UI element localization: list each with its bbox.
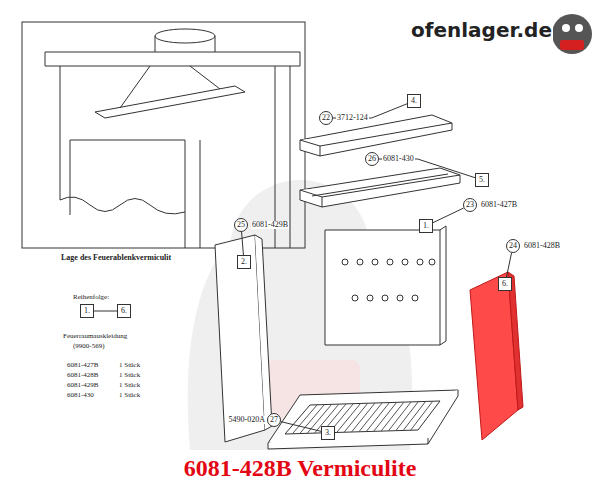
table-cell: 6081-427B bbox=[66, 362, 100, 370]
callout-number: 23 bbox=[463, 198, 477, 212]
leader-line bbox=[433, 208, 464, 223]
grate-bar bbox=[396, 402, 419, 431]
inset-sketch bbox=[22, 22, 305, 248]
part-6-side-panel-highlight bbox=[470, 272, 523, 440]
callout-number: 25 bbox=[234, 218, 248, 232]
part-4-plate bbox=[300, 115, 452, 156]
node-text: 1. bbox=[423, 222, 429, 230]
node-text: 24 bbox=[509, 242, 517, 250]
grate-bar bbox=[337, 403, 361, 432]
table-cell: 1 Stück bbox=[118, 382, 141, 390]
grate-bar bbox=[388, 402, 411, 431]
part-2-side-panel bbox=[215, 235, 272, 442]
part-code: 6081-428B bbox=[523, 242, 561, 251]
parts-list-heading: (9900-569) bbox=[72, 343, 106, 351]
node-text: 23 bbox=[466, 201, 474, 209]
leader-line bbox=[94, 311, 117, 312]
callout-number: 26 bbox=[365, 152, 379, 166]
inset-caption: Lage des Feuerablenkvermiculit bbox=[60, 254, 172, 263]
node-text: 6. bbox=[121, 307, 127, 315]
logo-mascot bbox=[552, 14, 592, 54]
grate-bar bbox=[366, 403, 389, 432]
node-text: 2. bbox=[241, 258, 247, 266]
part-5-rail bbox=[300, 168, 460, 207]
part-code: 6081-429B bbox=[251, 221, 289, 230]
caption: 6081-428B Vermiculite bbox=[184, 455, 417, 481]
leader-line bbox=[506, 253, 511, 277]
part-1-back-panel bbox=[325, 226, 446, 345]
parts-list-heading: Feuerraumauskleidung bbox=[62, 333, 128, 341]
grate-bar bbox=[381, 402, 404, 431]
table-cell: 6081-430 bbox=[66, 392, 95, 400]
sequence-box: 1. bbox=[80, 304, 94, 318]
callout-number: 24 bbox=[506, 239, 520, 253]
part-number-box: 2. bbox=[237, 255, 251, 269]
table-cell: 6081-429B bbox=[66, 382, 100, 390]
grate-bar bbox=[374, 402, 397, 431]
node-text: 6. bbox=[502, 280, 508, 288]
part-code: 6081-427B bbox=[480, 201, 518, 210]
table-cell: 1 Stück bbox=[118, 372, 141, 380]
part-code: 5490-020A bbox=[228, 416, 266, 425]
sequence-note: Reihenfolge: bbox=[72, 294, 110, 302]
grate-bar bbox=[344, 403, 368, 432]
callout-number: 27 bbox=[267, 413, 281, 427]
node-text: 1. bbox=[84, 307, 90, 315]
part-code: 3712-124 bbox=[336, 114, 369, 123]
sequence-box: 6. bbox=[117, 304, 131, 318]
leader-line bbox=[281, 422, 321, 432]
grate-bar bbox=[359, 403, 382, 432]
node-text: 5. bbox=[479, 176, 485, 184]
table-cell: 6081-428B bbox=[66, 372, 100, 380]
node-text: 26 bbox=[368, 155, 376, 163]
part-number-box: 3. bbox=[321, 426, 335, 440]
part-number-box: 4. bbox=[407, 94, 421, 108]
part-number-box: 5. bbox=[475, 173, 489, 187]
node-text: 4. bbox=[411, 97, 417, 105]
node-text: 27 bbox=[270, 416, 278, 424]
part-number-box: 1. bbox=[419, 219, 433, 233]
callout-number: 22 bbox=[319, 111, 333, 125]
node-text: 22 bbox=[322, 114, 330, 122]
grate-bar bbox=[352, 403, 376, 432]
logo-text: ofenlager.de bbox=[410, 19, 553, 41]
part-code: 6081-430 bbox=[382, 155, 415, 164]
leader-line bbox=[242, 232, 244, 255]
grate-bar bbox=[411, 401, 433, 430]
part-number-box: 6. bbox=[498, 277, 512, 291]
part-3-tray bbox=[268, 390, 458, 449]
table-cell: 1 Stück bbox=[118, 362, 141, 370]
node-text: 3. bbox=[325, 429, 331, 437]
table-cell: 1 Stück bbox=[118, 392, 141, 400]
node-text: 25 bbox=[237, 221, 245, 229]
